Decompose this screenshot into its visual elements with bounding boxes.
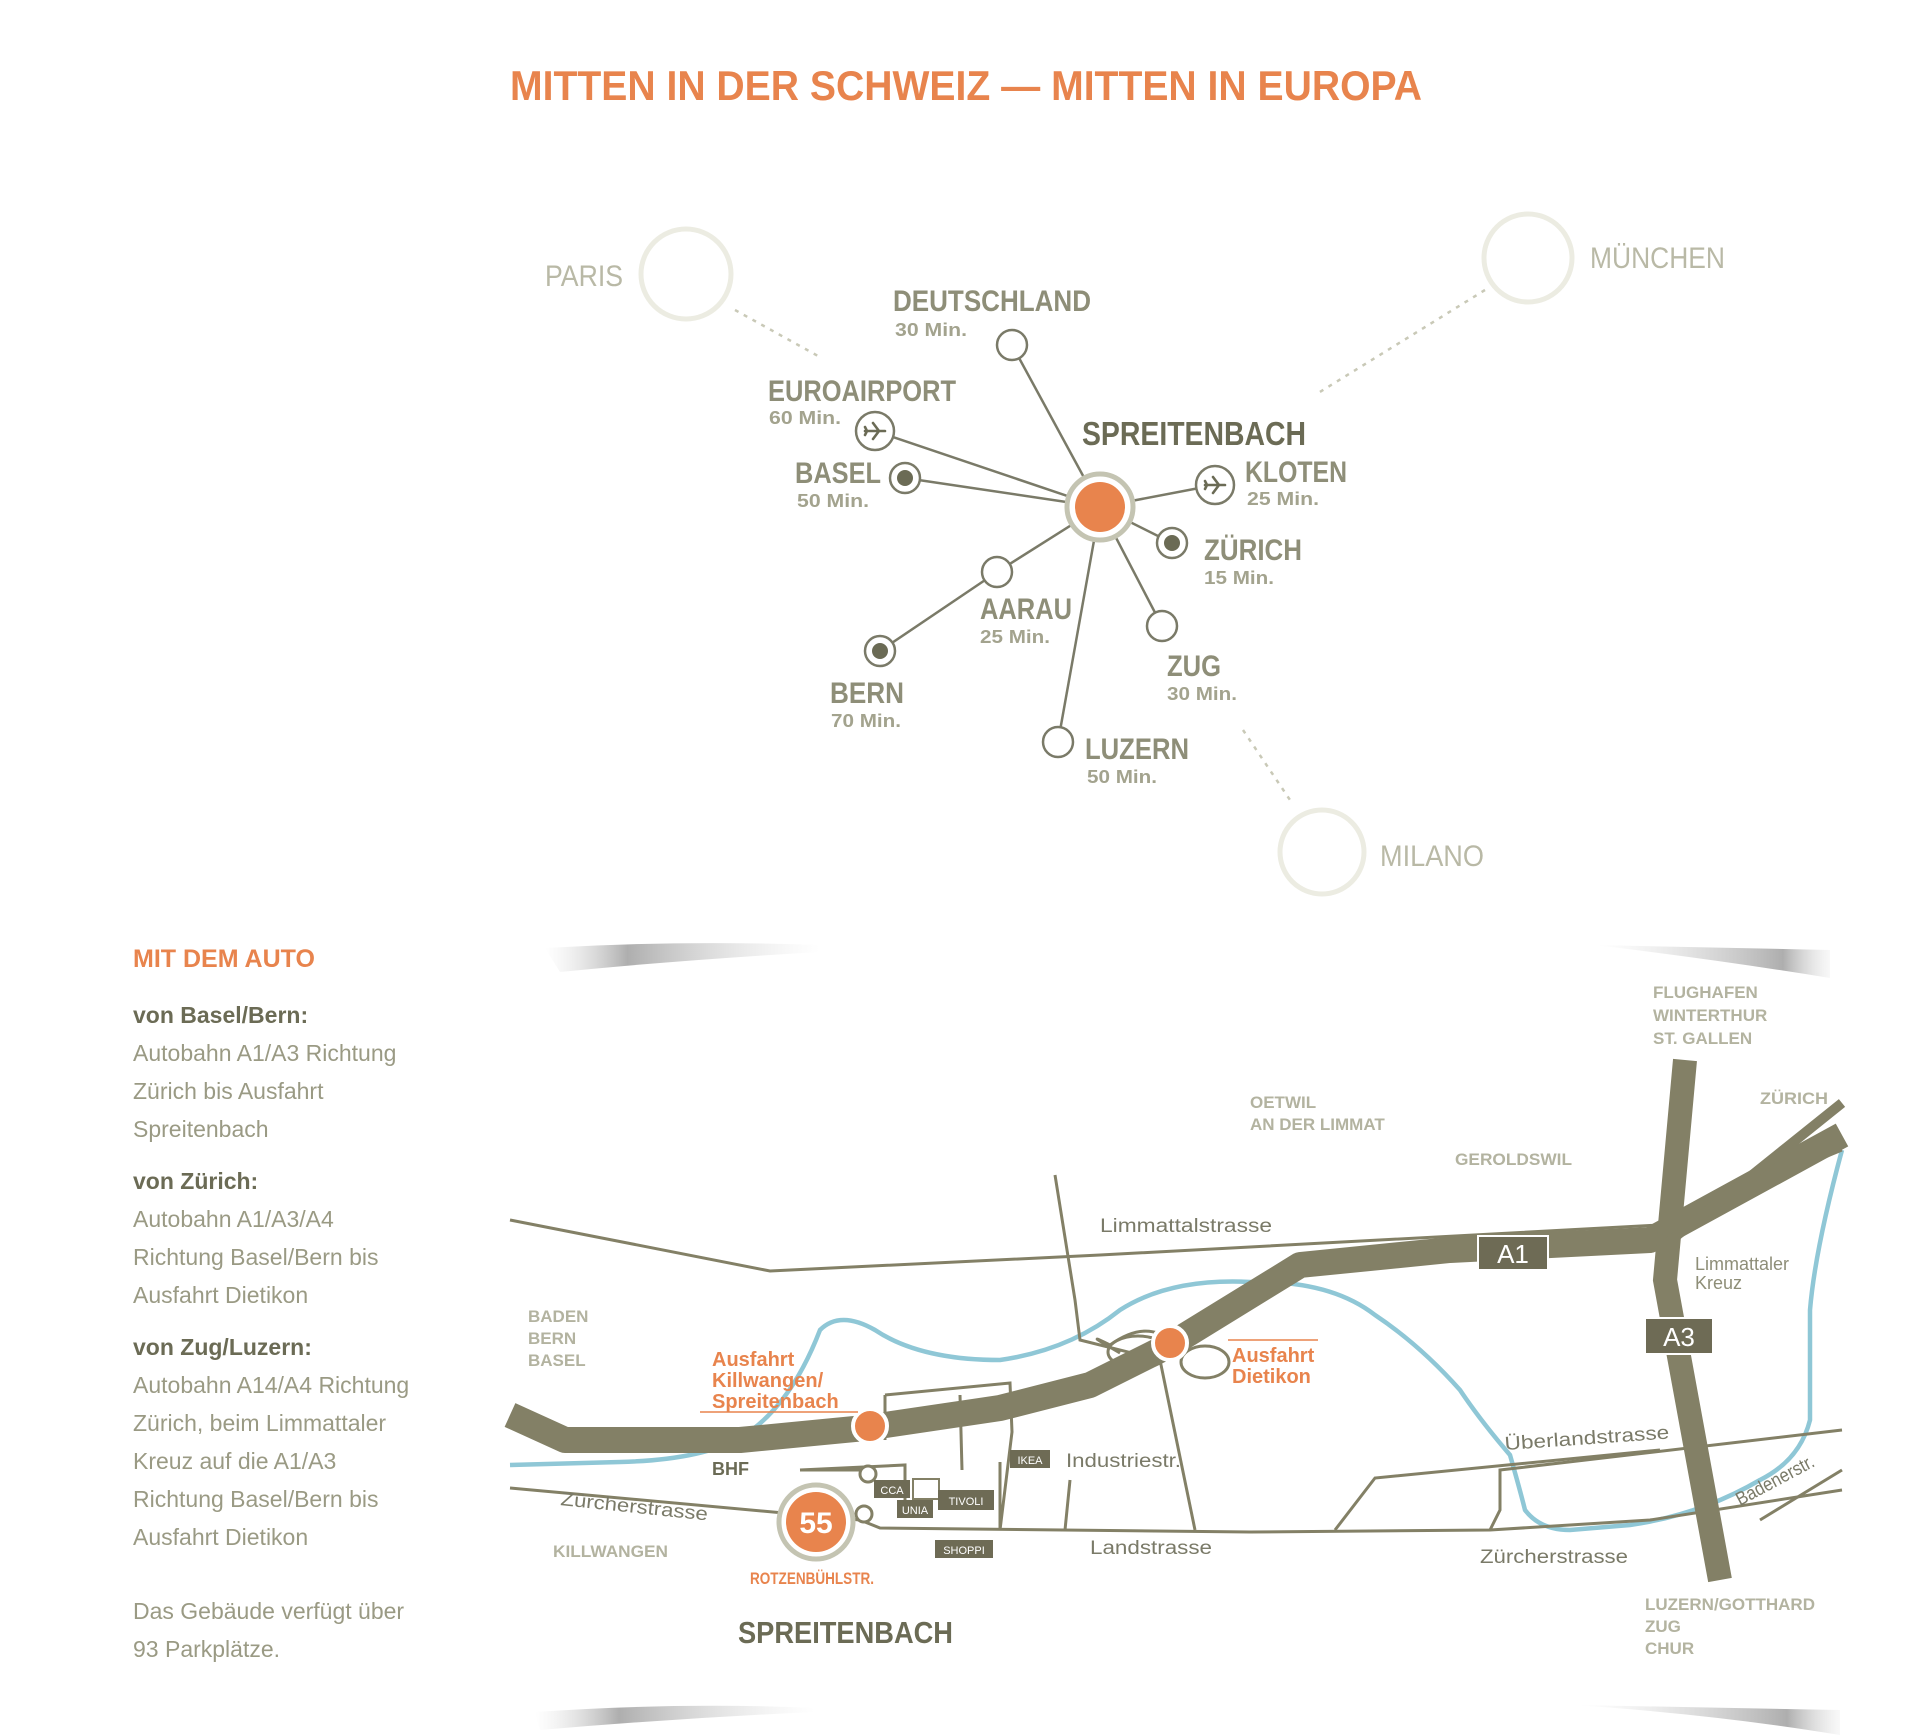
place-killwangen: KILLWANGEN	[553, 1542, 668, 1561]
paris-dotted-line	[734, 308, 819, 358]
dest-name-euroairport: EUROAIRPORT	[768, 375, 956, 408]
route-instructions: Autobahn A1/A3 Richtung Zürich bis Ausfa…	[133, 1040, 397, 1142]
place-geroldswil: GEROLDSWIL	[1455, 1150, 1572, 1169]
small-boxes: IKEA CCA UNIA TIVOLI SHOPPI	[874, 1450, 1050, 1558]
marker-aarau	[980, 555, 1014, 589]
far-city-muenchen: MÜNCHEN	[1590, 242, 1725, 275]
motorway-a3-north	[1661, 1099, 1846, 1249]
route-origin: von Zürich:	[133, 1168, 259, 1194]
dest-time-euroairport: 60 Min.	[769, 408, 841, 428]
dest-time-aarau: 25 Min.	[980, 627, 1050, 647]
far-city-paris: PARIS	[545, 260, 623, 293]
page-title: MITTEN IN DER SCHWEIZ — MITTEN IN EUROPA	[510, 62, 1422, 109]
dest-time-basel: 50 Min.	[797, 491, 869, 511]
box-shoppi: SHOPPI	[943, 1545, 985, 1557]
milano-dotted-line	[1241, 729, 1292, 801]
center-label: SPREITENBACH	[1082, 415, 1306, 452]
marker-zuerich-dot	[1164, 535, 1180, 551]
exit-killwangen-marker	[851, 1407, 889, 1445]
site-number: 55	[799, 1507, 832, 1540]
route-instructions: Autobahn A14/A4 Richtung Zürich, beim Li…	[133, 1372, 410, 1550]
box-unia: UNIA	[902, 1505, 929, 1517]
dest-name-kloten: KLOTEN	[1245, 456, 1347, 489]
dest-name-basel: BASEL	[795, 457, 881, 490]
muenchen-dotted-line	[1314, 288, 1486, 397]
car-directions-heading: MIT DEM AUTO	[133, 945, 315, 973]
box-cca: CCA	[880, 1485, 904, 1497]
junction-node-2	[854, 1504, 874, 1524]
route-zug-luzern: von Zug/Luzern: Autobahn A14/A4 Richtung…	[133, 1328, 493, 1556]
dest-time-deutschland: 30 Min.	[895, 320, 967, 340]
a3-shield	[1644, 1317, 1714, 1355]
dest-time-zuerich: 15 Min.	[1204, 568, 1274, 588]
town-label: SPREITENBACH	[738, 1615, 953, 1650]
a3-label: A3	[1663, 1322, 1695, 1352]
place-zuerich: ZÜRICH	[1760, 1089, 1828, 1108]
site-marker	[786, 1492, 846, 1552]
dest-name-luzern: LUZERN	[1085, 733, 1189, 766]
street-industriestr: Industriestr.	[1066, 1451, 1181, 1472]
paris-circle	[638, 226, 734, 322]
marker-luzern	[1041, 725, 1075, 759]
box-tivoli: TIVOLI	[949, 1496, 984, 1508]
milano-circle	[1277, 807, 1367, 897]
marker-zug	[1145, 609, 1179, 643]
motorway-a3	[1652, 1058, 1732, 1583]
street-zuercherstrasse-east: Zürcherstrasse	[1480, 1547, 1628, 1568]
dest-time-kloten: 25 Min.	[1247, 489, 1319, 509]
shadow-top-left	[545, 943, 820, 972]
dest-name-aarau: AARAU	[980, 593, 1072, 626]
spreitenbach-center-dot	[1075, 482, 1125, 532]
box-ikea: IKEA	[1017, 1455, 1043, 1467]
a1-shield	[1477, 1235, 1549, 1271]
place-bhf: BHF	[712, 1459, 749, 1479]
marker-bern-dot	[872, 643, 888, 659]
route-zuerich: von Zürich: Autobahn A1/A3/A4 Richtung B…	[133, 1162, 493, 1314]
route-origin: von Basel/Bern:	[133, 1002, 309, 1028]
shadow-bottom-left	[535, 1705, 815, 1730]
river-limmat	[509, 1149, 1845, 1533]
dest-name-zug: ZUG	[1167, 650, 1221, 683]
street-landstrasse: Landstrasse	[1090, 1538, 1212, 1559]
junction-node-1	[858, 1464, 878, 1484]
street-limmattalstrasse: Limmattalstrasse	[1100, 1216, 1272, 1237]
overview-map: PARIS MÜNCHEN MILANO SPREITENBACH	[545, 211, 1725, 897]
marker-deutschland	[995, 328, 1029, 362]
dest-name-zuerich: ZÜRICH	[1204, 534, 1302, 567]
muenchen-circle	[1481, 211, 1575, 305]
shadow-top-right	[1595, 945, 1830, 978]
marker-basel-dot	[897, 470, 913, 486]
a1-label: A1	[1497, 1239, 1529, 1269]
route-origin: von Zug/Luzern:	[133, 1334, 312, 1360]
dest-time-luzern: 50 Min.	[1087, 767, 1157, 787]
dest-time-zug: 30 Min.	[1167, 684, 1237, 704]
car-directions-panel: MIT DEM AUTO von Basel/Bern: Autobahn A1…	[133, 945, 493, 1668]
dest-name-bern: BERN	[830, 677, 904, 710]
far-city-milano: MILANO	[1380, 840, 1484, 873]
route-instructions: Autobahn A1/A3/A4 Richtung Basel/Bern bi…	[133, 1206, 379, 1308]
route-basel-bern: von Basel/Bern: Autobahn A1/A3 Richtung …	[133, 996, 493, 1148]
street-zuercherstrasse-west: Zürcherstrasse	[559, 1489, 708, 1525]
site-street: ROTZENBÜHLSTR.	[750, 1569, 874, 1588]
dietikon-loop-right	[1179, 1344, 1231, 1380]
shadow-bottom-right	[1575, 1705, 1840, 1735]
exit-dietikon-marker	[1151, 1324, 1189, 1362]
dest-time-bern: 70 Min.	[831, 711, 901, 731]
parking-note: Das Gebäude verfügt über 93 Parkplätze.	[133, 1598, 405, 1662]
dest-name-deutschland: DEUTSCHLAND	[893, 285, 1091, 318]
